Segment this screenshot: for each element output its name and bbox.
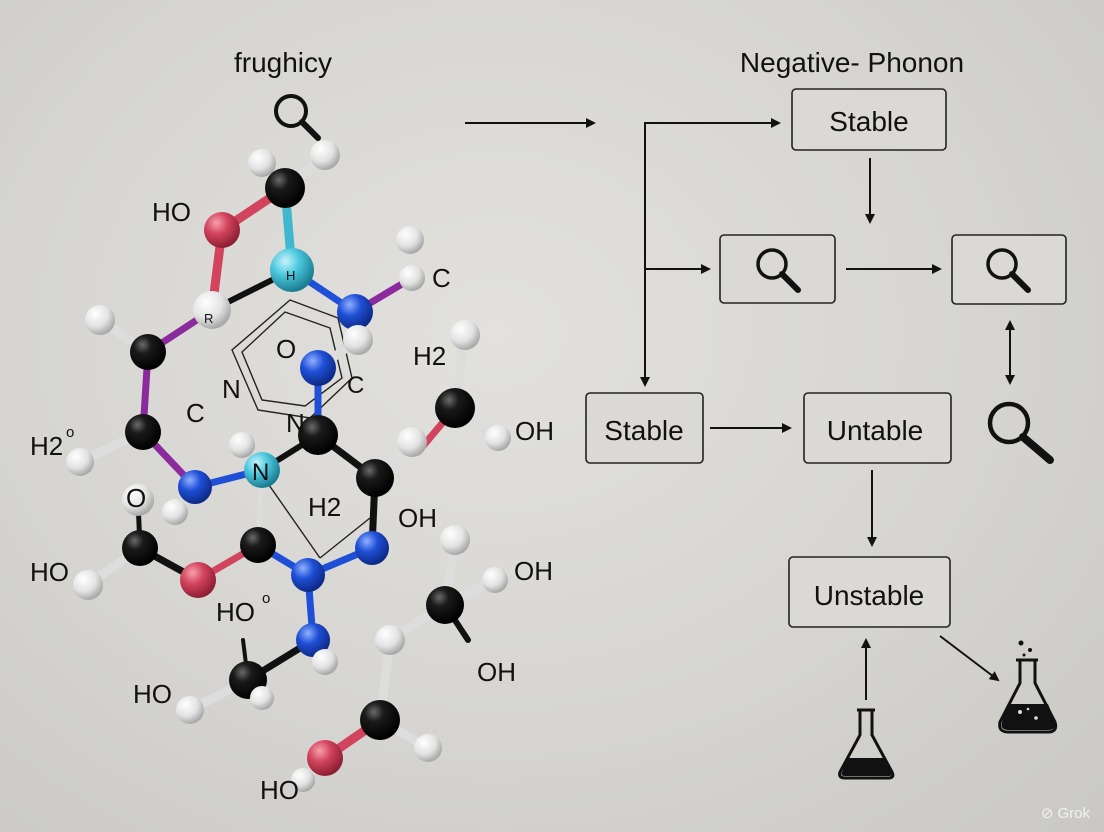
atom-hydrogen bbox=[176, 696, 204, 724]
molecule-model: frughicy bbox=[30, 47, 554, 805]
node-label: Stable bbox=[829, 106, 908, 137]
atom-oxygen bbox=[204, 212, 240, 248]
atom-nitrogen bbox=[178, 470, 212, 504]
label-c: C bbox=[347, 372, 364, 399]
atom-hydrogen bbox=[310, 140, 340, 170]
atom-carbon bbox=[240, 527, 276, 563]
label-oh: OH bbox=[514, 556, 553, 586]
atom-hydrogen bbox=[375, 625, 405, 655]
atom-carbon bbox=[122, 530, 158, 566]
atom-nitrogen bbox=[270, 248, 314, 292]
label-ho: HO bbox=[152, 197, 191, 227]
label-ho: HO bbox=[260, 775, 299, 805]
node-magnifier-box bbox=[719, 234, 836, 304]
flask-icon bbox=[838, 708, 895, 780]
atom-carbon bbox=[356, 459, 394, 497]
label-ho: HO bbox=[133, 679, 172, 709]
atom-oxygen bbox=[180, 562, 216, 598]
label-h: H bbox=[286, 268, 295, 283]
atom-carbon bbox=[426, 586, 464, 624]
node-label: Untable bbox=[827, 415, 924, 446]
flowchart-title: Negative- Phonon bbox=[740, 47, 964, 78]
arrow-to-flask bbox=[939, 635, 1000, 682]
atom-hydrogen bbox=[248, 149, 276, 177]
label-n: N bbox=[252, 459, 269, 486]
label-ho: HO bbox=[216, 597, 255, 627]
atom-nitrogen bbox=[337, 294, 373, 330]
atom-hydrogen bbox=[250, 686, 274, 710]
flowchart: Negative- Phonon Stable bbox=[465, 47, 1067, 780]
atom-hydrogen bbox=[85, 305, 115, 335]
atom-hydrogen bbox=[399, 265, 425, 291]
atom-nitrogen bbox=[244, 452, 280, 488]
atom-hydrogen bbox=[485, 425, 511, 451]
atom-hydrogen bbox=[397, 427, 427, 457]
atom-nitrogen bbox=[355, 531, 389, 565]
node-stable-left: Stable bbox=[585, 392, 704, 464]
node-untable: Untable bbox=[803, 392, 952, 464]
atom-nitrogen bbox=[300, 350, 336, 386]
atom-oxygen bbox=[307, 740, 343, 776]
label-superscript: o bbox=[66, 424, 74, 441]
arrow-trunk-to-stable bbox=[640, 122, 778, 387]
label-n: N bbox=[286, 408, 305, 438]
magnifier-icon bbox=[986, 248, 1031, 293]
magnifier-icon bbox=[274, 94, 321, 141]
atom-labels: HO C R H O C C N N H2 OH H2 o N H2 OH O … bbox=[30, 197, 554, 805]
node-unstable: Unstable bbox=[788, 556, 951, 628]
atom-carbon bbox=[435, 388, 475, 428]
atom-nitrogen bbox=[291, 558, 325, 592]
atom-carbon bbox=[265, 168, 305, 208]
label-r: R bbox=[204, 311, 213, 326]
label-oh: OH bbox=[515, 416, 554, 446]
molecule-title: frughicy bbox=[234, 47, 332, 78]
grok-logo-icon: ⊘ bbox=[1040, 805, 1054, 822]
label-o: O bbox=[276, 334, 296, 364]
atom-hydrogen bbox=[396, 226, 424, 254]
atom-hydrogen bbox=[312, 649, 338, 675]
label-h2: H2 bbox=[413, 341, 446, 371]
label-oh: OH bbox=[398, 503, 437, 533]
label-ho: HO bbox=[30, 557, 69, 587]
atom-nitrogen bbox=[296, 623, 330, 657]
label-o: O bbox=[126, 483, 146, 513]
atom-hydrogen bbox=[343, 325, 373, 355]
atom-hydrogen bbox=[414, 734, 442, 762]
atom-hydrogen bbox=[162, 499, 188, 525]
atom-carbon bbox=[360, 700, 400, 740]
atom-hydrogen bbox=[73, 570, 103, 600]
atom-hydrogen bbox=[122, 484, 154, 516]
flask-icon bbox=[998, 640, 1058, 734]
label-c: C bbox=[432, 263, 451, 293]
atom-carbon bbox=[298, 415, 338, 455]
atom-hydrogen bbox=[440, 525, 470, 555]
atom-hydrogen bbox=[291, 768, 315, 792]
label-oh: OH bbox=[477, 657, 516, 687]
label-n: N bbox=[222, 374, 241, 404]
watermark-text: Grok bbox=[1057, 804, 1090, 822]
node-magnifier-box bbox=[951, 234, 1067, 305]
magnifier-icon bbox=[756, 248, 801, 293]
magnifier-icon bbox=[987, 401, 1054, 464]
label-superscript: o bbox=[262, 590, 270, 607]
label-h2: H2 bbox=[30, 431, 63, 461]
atoms bbox=[66, 140, 511, 792]
atom-hydrogen bbox=[66, 448, 94, 476]
node-label: Unstable bbox=[814, 580, 925, 611]
atom-hydrogen bbox=[229, 432, 255, 458]
label-c: C bbox=[186, 398, 205, 428]
node-label: Stable bbox=[604, 415, 683, 446]
atom-hydrogen bbox=[450, 320, 480, 350]
label-h2: H2 bbox=[308, 492, 341, 522]
atom-hydrogen bbox=[482, 567, 508, 593]
node-stable-top: Stable bbox=[791, 88, 947, 151]
atom-carbon bbox=[130, 334, 166, 370]
atom-carbon bbox=[125, 414, 161, 450]
atom-hydrogen bbox=[193, 291, 231, 329]
watermark: ⊘ Grok bbox=[1040, 804, 1090, 823]
